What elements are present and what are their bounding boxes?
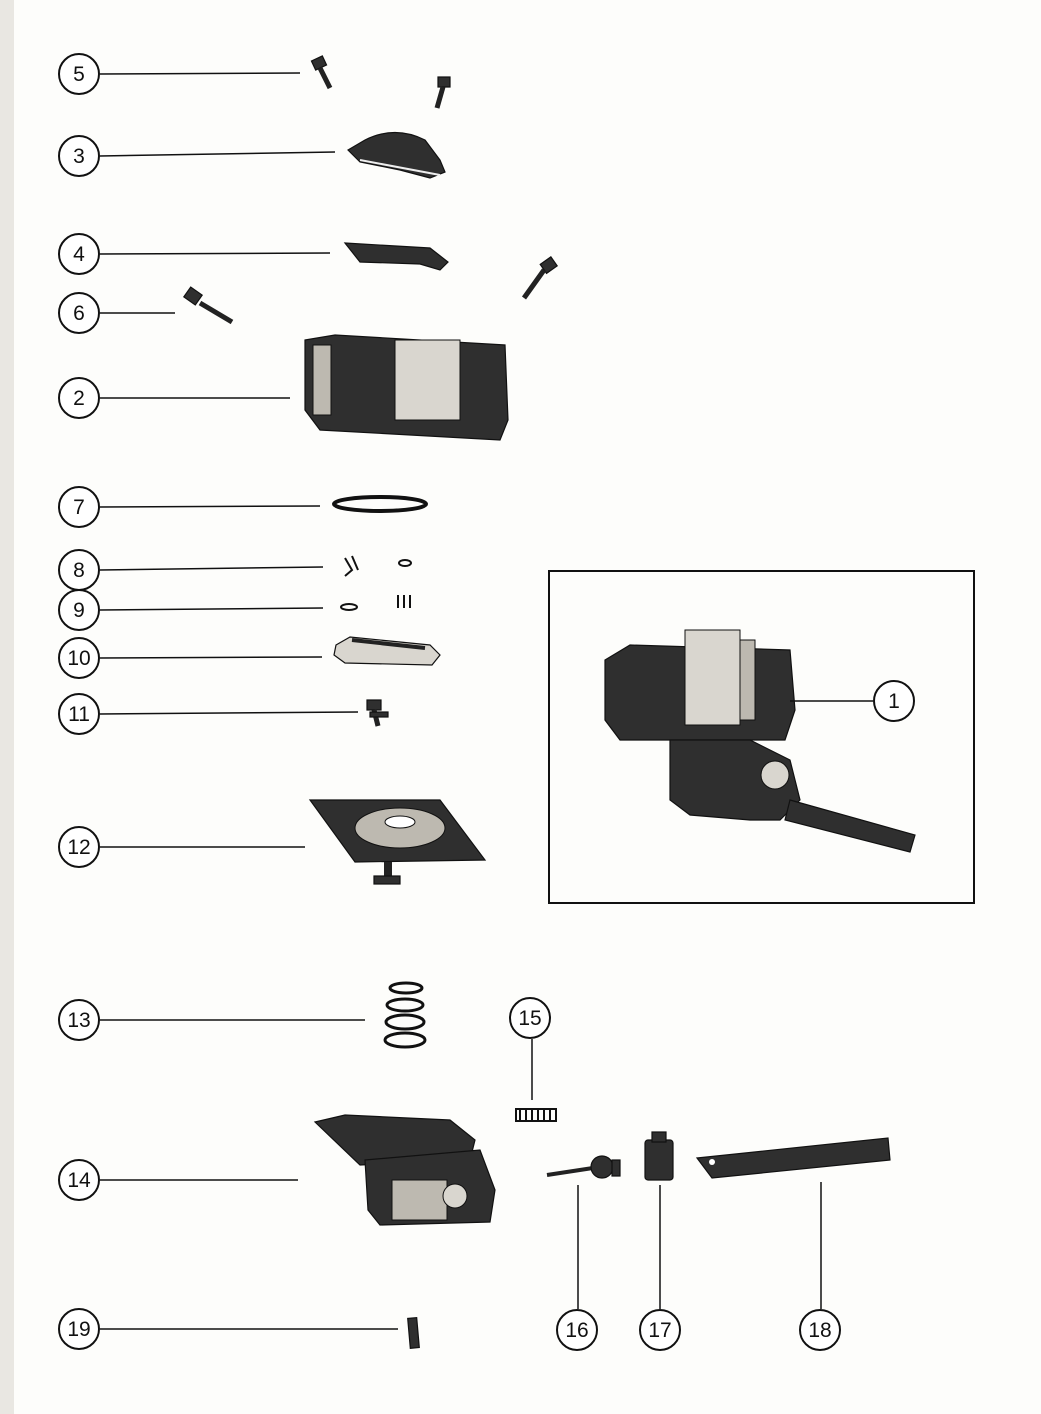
- pin-part-19: [407, 1316, 420, 1349]
- callout-number-15: 15: [518, 1007, 541, 1030]
- gasket-part-4: [343, 242, 449, 271]
- leader-line-7: [99, 505, 321, 508]
- spring-part-15: [515, 1108, 557, 1122]
- diaphragm-part-12: [308, 799, 487, 885]
- callout-4: 4: [58, 233, 331, 275]
- callout-5: 5: [58, 53, 301, 95]
- callout-number-16: 16: [565, 1319, 588, 1342]
- screw-part-5: [310, 55, 451, 109]
- pump-body-part-2: [304, 334, 509, 441]
- callout-number-8: 8: [73, 559, 85, 582]
- callout-8: 8: [58, 549, 324, 591]
- leader-line-3: [99, 151, 336, 157]
- callout-number-17: 17: [648, 1319, 671, 1342]
- spring-part-13: [383, 981, 427, 1049]
- valve-part-9: [340, 595, 411, 611]
- leader-line-10: [99, 656, 323, 659]
- callout-19: 19: [58, 1308, 398, 1350]
- callout-6: 6: [58, 292, 175, 334]
- retainer-part-10: [333, 636, 441, 666]
- callout-number-4: 4: [73, 243, 85, 266]
- callout-circle-15: [509, 997, 551, 1039]
- callout-circle-17: [639, 1309, 681, 1351]
- callout-circle-12: [58, 826, 100, 868]
- screw-part-6: [182, 256, 559, 325]
- screw-part-16: [546, 1155, 621, 1179]
- callout-number-5: 5: [73, 63, 85, 86]
- callout-number-11: 11: [68, 703, 90, 726]
- callout-number-3: 3: [73, 145, 85, 168]
- callout-1: 1: [790, 680, 915, 722]
- callout-circle-7: [58, 486, 100, 528]
- callout-circle-1: [873, 680, 915, 722]
- callout-number-1: 1: [888, 690, 900, 713]
- callout-number-10: 10: [67, 647, 90, 670]
- callout-16: 16: [556, 1185, 598, 1351]
- lever-part-18: [695, 1137, 891, 1179]
- callout-circle-14: [58, 1159, 100, 1201]
- leader-line-8: [99, 566, 324, 571]
- inset-frame: [548, 570, 975, 904]
- lower-body-part-14: [313, 1114, 496, 1226]
- callout-12: 12: [58, 826, 305, 868]
- valve-part-8: [344, 555, 412, 577]
- callout-18: 18: [799, 1182, 841, 1351]
- callout-circle-19: [58, 1308, 100, 1350]
- gasket-part-7: [332, 495, 428, 513]
- callout-7: 7: [58, 486, 321, 528]
- bushing-part-17: [644, 1131, 674, 1181]
- callout-number-6: 6: [73, 302, 85, 325]
- leader-line-11: [99, 711, 359, 715]
- callout-9: 9: [58, 589, 324, 631]
- callout-number-19: 19: [67, 1318, 90, 1341]
- callout-11: 11: [58, 693, 359, 735]
- callout-13: 13: [58, 999, 365, 1041]
- callout-number-9: 9: [73, 599, 85, 622]
- callout-number-14: 14: [67, 1169, 91, 1192]
- scan-edge: [0, 0, 14, 1414]
- callout-10: 10: [58, 637, 323, 679]
- callout-circle-11: [58, 693, 100, 735]
- callout-circle-6: [58, 292, 100, 334]
- assembled-pump-drawing: [604, 629, 916, 853]
- callout-circle-3: [58, 135, 100, 177]
- callout-number-7: 7: [73, 496, 85, 519]
- cover-part-3: [347, 131, 446, 179]
- callout-14: 14: [58, 1159, 298, 1201]
- callout-circle-16: [556, 1309, 598, 1351]
- leader-line-9: [99, 607, 324, 611]
- assembly-inset: [548, 570, 975, 904]
- callout-15: 15: [509, 997, 551, 1100]
- callout-circle-4: [58, 233, 100, 275]
- callout-circle-5: [58, 53, 100, 95]
- callout-circle-18: [799, 1309, 841, 1351]
- callout-number-12: 12: [67, 836, 90, 859]
- callout-circle-13: [58, 999, 100, 1041]
- callout-number-18: 18: [808, 1319, 831, 1342]
- callout-layer: 5 3 4 6 2 7 8 9 10 11 12 13 14 19 15 16 17 18 1: [58, 53, 915, 1351]
- screw-part-11: [366, 699, 389, 727]
- callout-circle-2: [58, 377, 100, 419]
- callout-circle-10: [58, 637, 100, 679]
- callout-3: 3: [58, 135, 336, 177]
- leader-line-4: [99, 252, 331, 255]
- callout-number-13: 13: [67, 1009, 90, 1032]
- callout-number-2: 2: [73, 387, 85, 410]
- callout-17: 17: [639, 1185, 681, 1351]
- callout-circle-9: [58, 589, 100, 631]
- leader-line-5: [99, 72, 301, 75]
- callout-2: 2: [58, 377, 290, 419]
